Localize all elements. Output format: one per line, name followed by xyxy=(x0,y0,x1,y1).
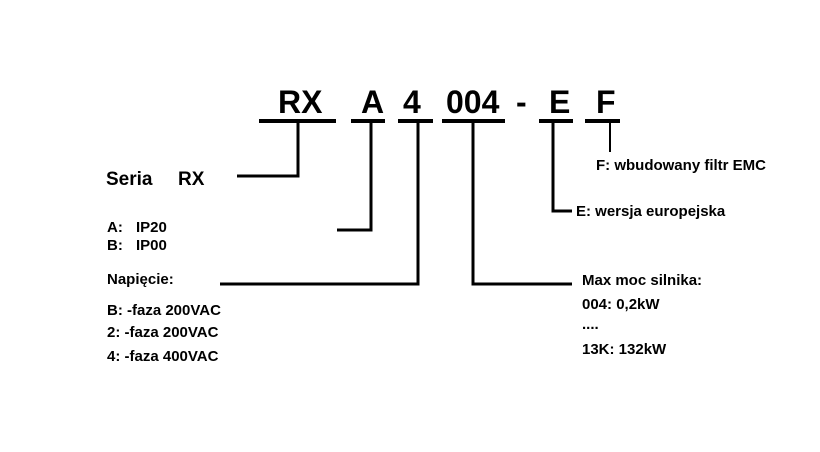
power-title: Max moc silnika: xyxy=(582,272,703,289)
voltage-item: 2: -faza 200VAC xyxy=(107,324,219,341)
voltage-leader xyxy=(220,122,420,286)
voltage-title: Napięcie: xyxy=(107,271,174,288)
code-voltage: 4 xyxy=(403,84,421,120)
power-underline xyxy=(442,119,505,123)
code-power: 004 xyxy=(446,84,500,120)
protection-key: A: xyxy=(107,219,123,236)
series-underline xyxy=(259,119,336,123)
series-code: RX xyxy=(178,169,205,190)
filter-underline xyxy=(585,119,620,123)
voltage-item: 4: -faza 400VAC xyxy=(107,348,219,365)
version-leader xyxy=(551,122,572,213)
protection-key: B: xyxy=(107,237,123,254)
code-version: E xyxy=(549,84,571,120)
series-word: Seria xyxy=(106,169,153,190)
filter-label: F: wbudowany filtr EMC xyxy=(596,157,766,174)
voltage-item: B: -faza 200VAC xyxy=(107,302,221,319)
version-label: E: wersja europejska xyxy=(576,203,726,220)
protection-item: B: IP00 xyxy=(107,238,167,253)
code-dash: - xyxy=(516,84,527,120)
series-label: Seria RX xyxy=(106,170,204,189)
code-series: RX xyxy=(278,84,323,120)
voltage-underline xyxy=(398,119,433,123)
power-item: 13K: 132kW xyxy=(582,341,667,358)
protection-leader xyxy=(337,122,373,232)
version-underline xyxy=(539,119,573,123)
protection-item: A: IP20 xyxy=(107,220,167,235)
code-filter: F xyxy=(596,84,616,120)
protection-value: IP00 xyxy=(136,237,167,254)
protection-underline xyxy=(351,119,385,123)
code-protection: A xyxy=(361,84,385,120)
power-item: .... xyxy=(582,316,599,333)
protection-value: IP20 xyxy=(136,219,167,236)
power-item: 004: 0,2kW xyxy=(582,296,660,313)
series-leader xyxy=(237,122,300,178)
power-leader xyxy=(471,122,572,286)
